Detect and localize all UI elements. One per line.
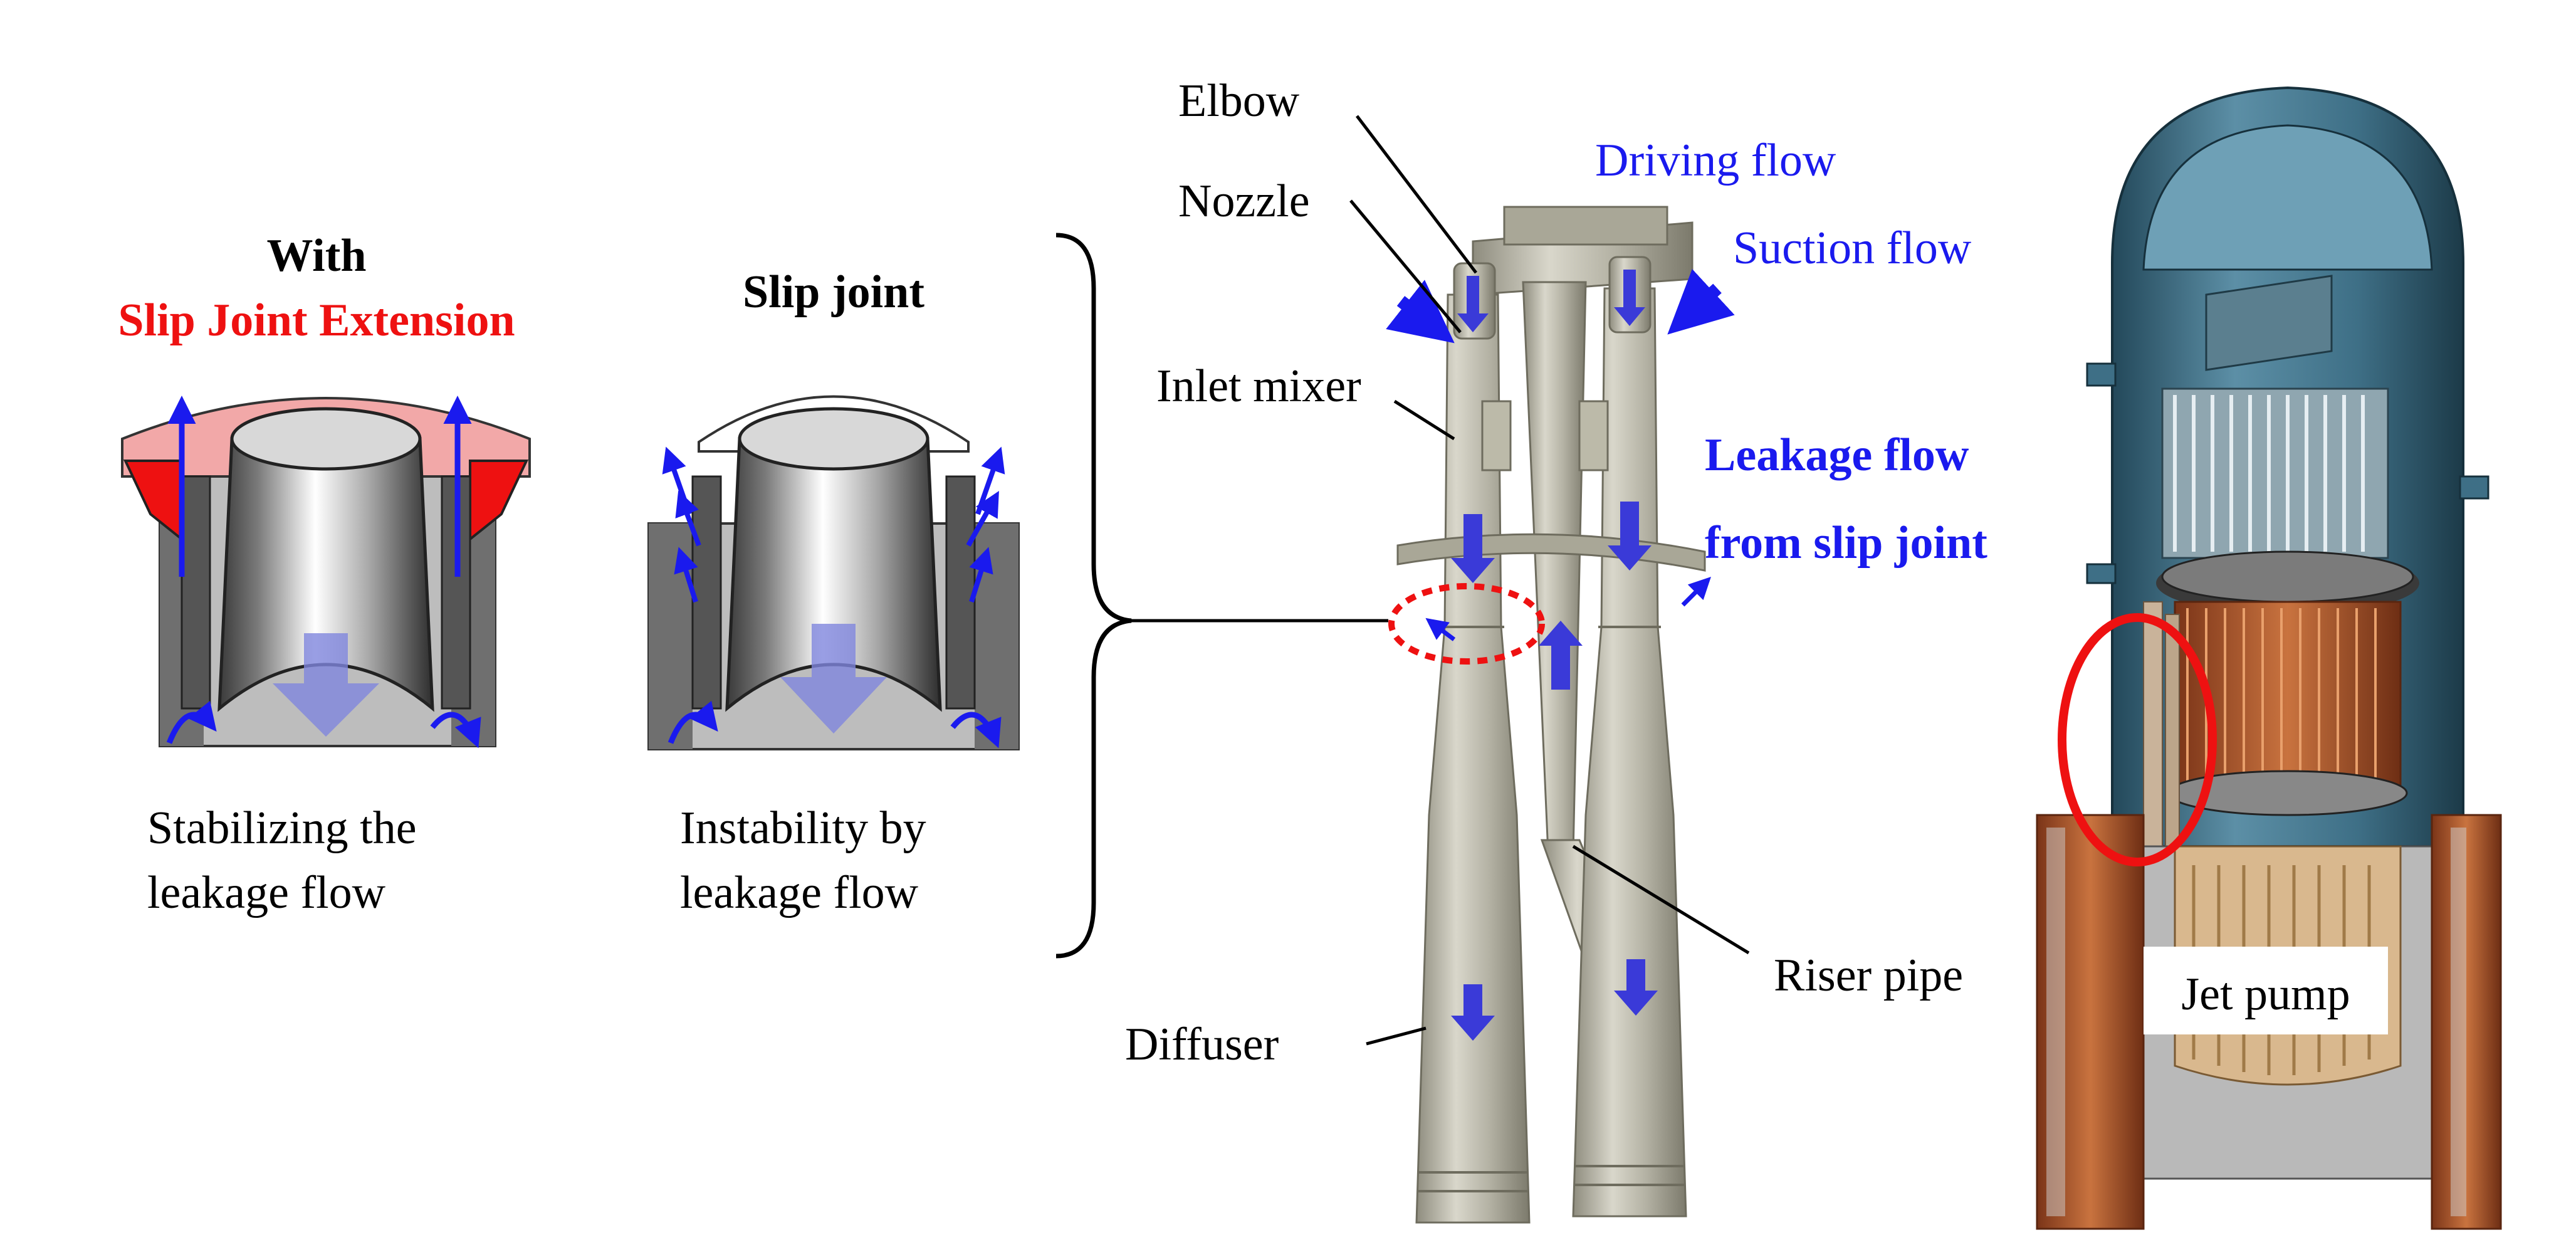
panel-slip-caption-line2: leakage flow bbox=[680, 867, 919, 918]
reactor-vessel-cutaway: Jet pump bbox=[2036, 86, 2502, 1230]
slip-joint-illustration bbox=[647, 395, 1020, 750]
leakage-arrow-icon bbox=[950, 712, 1002, 749]
panel-with-title-line2: Slip Joint Extension bbox=[118, 295, 515, 346]
panel-slip-caption-line1: Instability by bbox=[680, 802, 926, 854]
flow-arrow-icon bbox=[1451, 984, 1495, 1041]
jet-pump-assembly: Elbow Nozzle Inlet mixer Diffuser Riser … bbox=[1125, 75, 1987, 1224]
leakage-arrow-icon bbox=[430, 712, 481, 749]
label-riser-pipe: Riser pipe bbox=[1774, 950, 1963, 1001]
label-driving-flow: Driving flow bbox=[1595, 135, 1836, 186]
diffuser-leader bbox=[1366, 1026, 1427, 1046]
flow-arrow-icon bbox=[780, 624, 887, 734]
leakage-arrow-icon bbox=[166, 700, 217, 744]
label-jet-pump: Jet pump bbox=[2181, 969, 2350, 1020]
flow-arrow-icon bbox=[1614, 959, 1658, 1016]
flow-arrow-icon bbox=[1667, 268, 1735, 335]
label-nozzle: Nozzle bbox=[1178, 176, 1310, 227]
leakage-arrow-icon bbox=[674, 547, 698, 603]
label-diffuser: Diffuser bbox=[1125, 1019, 1279, 1070]
steam-separators bbox=[2161, 387, 2389, 559]
panel-with-extension: With Slip Joint Extension Stabilizing th… bbox=[118, 230, 531, 918]
label-leakage-line2: from slip joint bbox=[1705, 517, 1987, 569]
flow-arrow-icon bbox=[1457, 276, 1489, 332]
slip-joint-extension-illustration bbox=[121, 396, 531, 749]
leakage-arrow-icon bbox=[675, 490, 701, 547]
flow-arrow-icon bbox=[1386, 280, 1455, 344]
flow-arrow-icon bbox=[1614, 270, 1645, 326]
label-inlet-mixer: Inlet mixer bbox=[1156, 360, 1361, 412]
panel-with-caption-line2: leakage flow bbox=[147, 867, 386, 918]
leakage-arrow-icon bbox=[1425, 618, 1456, 641]
flow-arrow-icon bbox=[1451, 514, 1495, 583]
label-leakage-line1: Leakage flow bbox=[1705, 429, 1969, 481]
inlet-mixer-leader bbox=[1393, 399, 1455, 441]
flow-arrow-icon bbox=[1608, 502, 1652, 571]
nozzle-leader bbox=[1349, 199, 1462, 334]
highlight-ellipse-icon bbox=[1388, 583, 1545, 665]
flow-arrow-icon bbox=[273, 633, 379, 737]
elbow-leader bbox=[1356, 115, 1477, 274]
panel-slip-title: Slip joint bbox=[743, 266, 924, 318]
panel-slip-joint: Slip joint Instability by leakage flow bbox=[647, 266, 1020, 918]
highlight-ellipse-icon bbox=[2058, 613, 2217, 866]
leakage-arrow-icon bbox=[966, 491, 999, 547]
leakage-arrow-icon bbox=[969, 547, 993, 603]
leakage-arrow-icon bbox=[668, 700, 718, 744]
riser-pipe-leader bbox=[1572, 844, 1750, 955]
panel-with-caption-line1: Stabilizing the bbox=[147, 802, 417, 854]
label-suction-flow: Suction flow bbox=[1733, 223, 1972, 274]
leakage-arrow-icon bbox=[1681, 577, 1711, 607]
bracket-icon bbox=[1055, 233, 1132, 959]
jet-pump-label-box bbox=[2144, 947, 2388, 1034]
label-elbow: Elbow bbox=[1178, 75, 1300, 127]
flow-arrow-icon bbox=[1539, 621, 1583, 690]
panel-with-title-line1: With bbox=[266, 230, 366, 281]
